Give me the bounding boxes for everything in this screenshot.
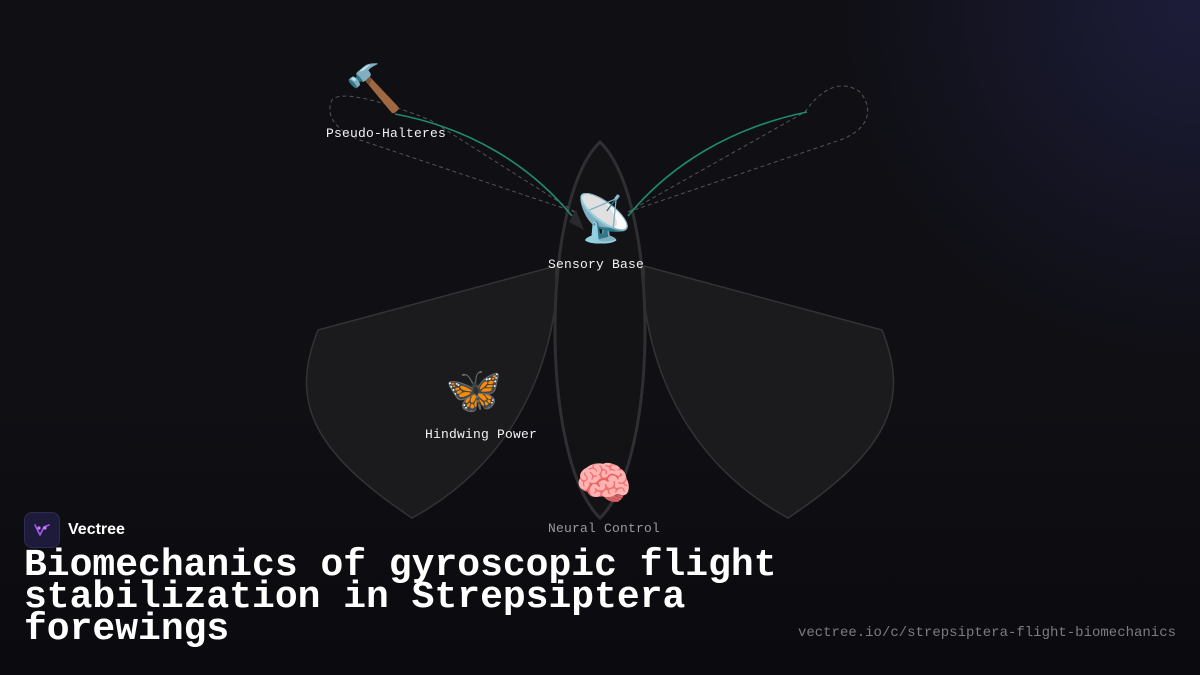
right-hindwing	[643, 265, 895, 519]
page-url[interactable]: vectree.io/c/strepsiptera-flight-biomech…	[797, 625, 1176, 641]
neural-control-label: Neural Control	[547, 521, 661, 536]
page-title: Biomechanics of gyroscopic flight stabil…	[24, 544, 777, 651]
satellite-dish-icon: 📡	[575, 191, 633, 245]
insect-body	[553, 139, 647, 521]
pseudo-halteres-label: Pseudo-Halteres	[325, 126, 447, 141]
brand-name: Vectree	[68, 521, 125, 538]
flow-arrowhead	[569, 210, 584, 230]
right-flow-line	[627, 111, 808, 217]
butterfly-icon: 🦋	[445, 363, 503, 417]
right-haltere-dashed-path	[627, 85, 869, 213]
hammer-icon: 🔨	[345, 61, 403, 115]
brain-icon: 🧠	[575, 456, 633, 510]
left-haltere-dashed-path	[329, 95, 576, 213]
vectree-logo-icon	[24, 512, 60, 548]
hindwing-power-label: Hindwing Power	[424, 427, 538, 442]
left-flow-line	[394, 113, 573, 217]
sensory-base-label: Sensory Base	[547, 257, 645, 272]
brand: Vectree	[24, 512, 125, 548]
left-hindwing	[305, 265, 557, 519]
